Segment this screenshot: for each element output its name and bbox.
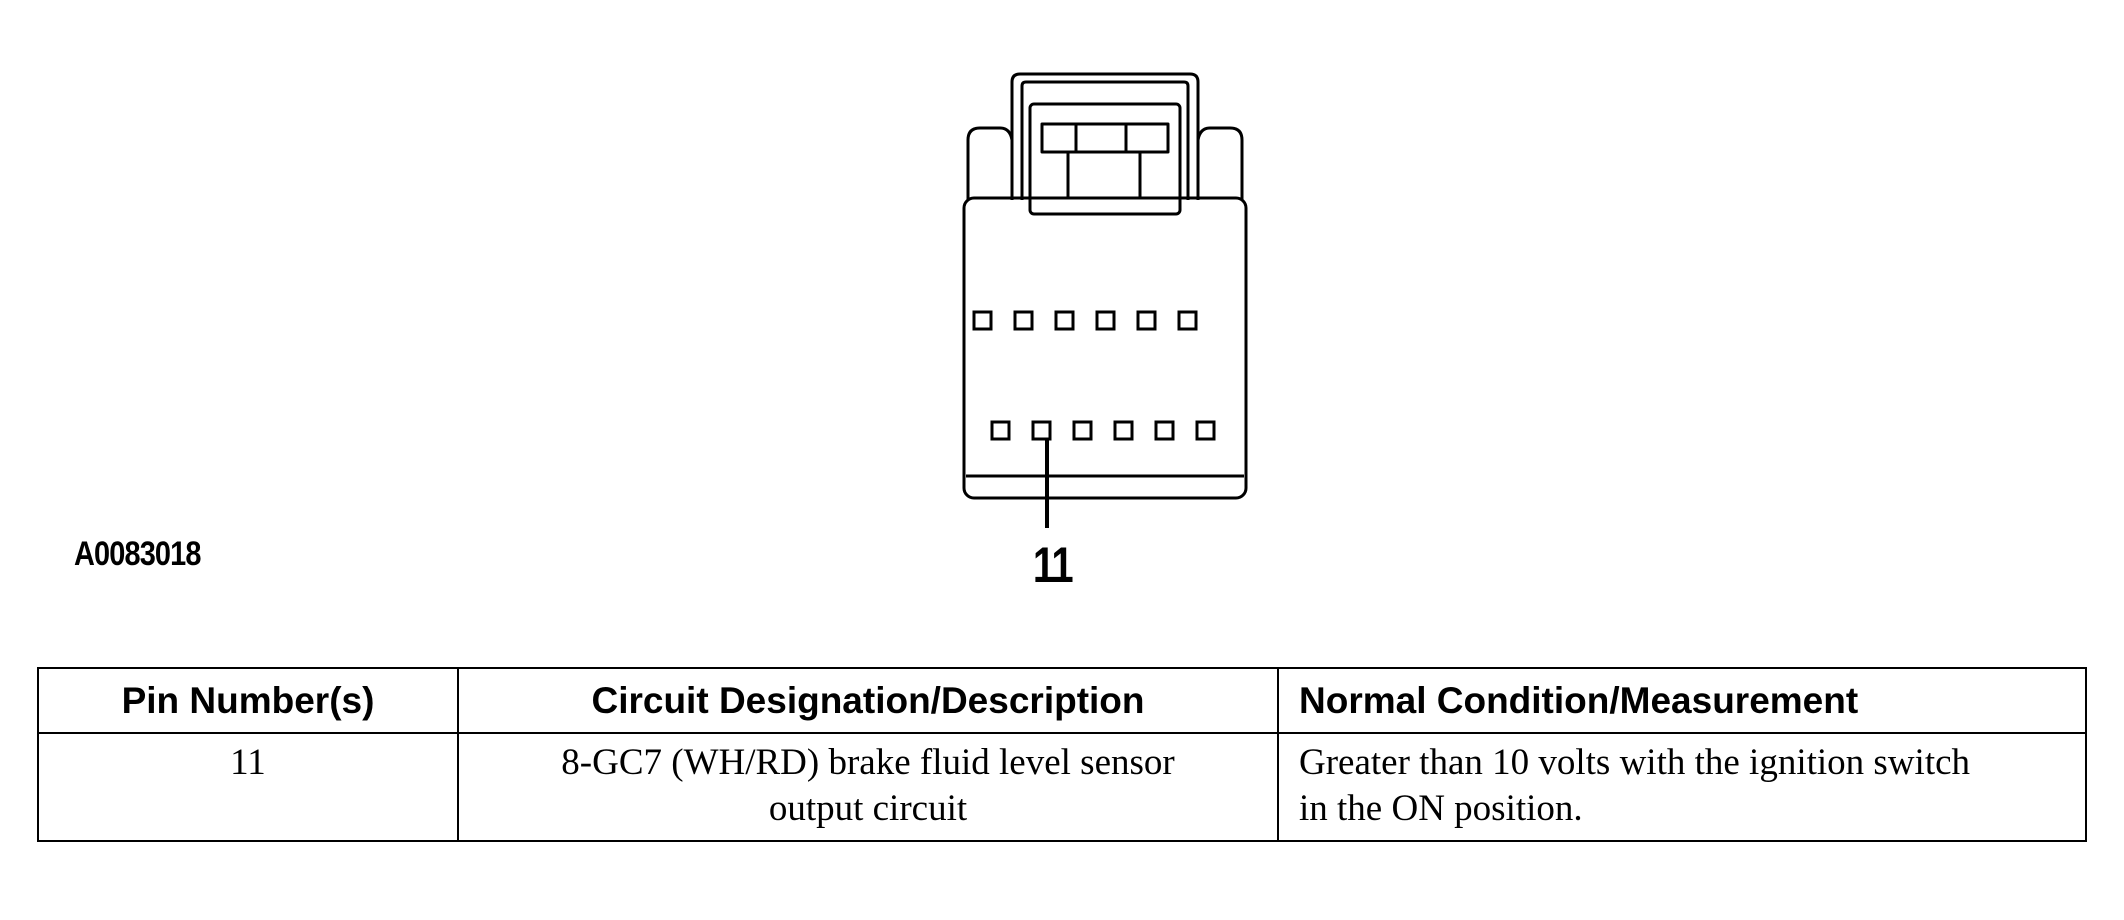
latch-window xyxy=(1040,122,1170,154)
callout-pin-label: 11 xyxy=(1032,537,1074,593)
cavity-bottom-2 xyxy=(1031,420,1052,441)
cavity-bottom-3 xyxy=(1072,420,1093,441)
condition-line-1: Greater than 10 volts with the ignition … xyxy=(1299,742,1971,783)
table-header-row: Pin Number(s) Circuit Designation/Descri… xyxy=(37,667,2087,734)
cavity-top-6 xyxy=(1177,310,1198,331)
cell-circuit: 8-GC7 (WH/RD) brake fluid level sensor o… xyxy=(457,732,1279,842)
cavity-bottom-1 xyxy=(990,420,1011,441)
circuit-line-2: output circuit xyxy=(768,788,968,829)
header-circuit: Circuit Designation/Description xyxy=(457,667,1279,734)
cavity-top-1 xyxy=(972,310,993,331)
latch-housing xyxy=(1010,72,1200,200)
header-pin-number: Pin Number(s) xyxy=(37,667,459,734)
cavity-top-4 xyxy=(1095,310,1116,331)
circuit-line-1: 8-GC7 (WH/RD) brake fluid level sensor xyxy=(561,742,1175,783)
right-shoulder xyxy=(1196,126,1244,200)
cavity-bottom-6 xyxy=(1195,420,1216,441)
connector-diagram xyxy=(962,72,1248,528)
pin-table: Pin Number(s) Circuit Designation/Descri… xyxy=(37,667,2087,842)
pin-number-value: 11 xyxy=(230,742,266,783)
cell-pin-number: 11 xyxy=(37,732,459,842)
cavity-top-5 xyxy=(1136,310,1157,331)
latch-stem xyxy=(1066,150,1142,200)
figure-id: A0083018 xyxy=(74,535,201,573)
left-shoulder xyxy=(966,126,1014,200)
cavity-top-3 xyxy=(1054,310,1075,331)
cavity-bottom-4 xyxy=(1113,420,1134,441)
table-row: 11 8-GC7 (WH/RD) brake fluid level senso… xyxy=(37,732,2087,842)
latch-housing-inner xyxy=(1020,80,1190,200)
cavity-top-2 xyxy=(1013,310,1034,331)
condition-line-2: in the ON position. xyxy=(1299,788,1583,829)
header-condition: Normal Condition/Measurement xyxy=(1277,667,2087,734)
connector-body xyxy=(962,196,1248,500)
cavity-bottom-5 xyxy=(1154,420,1175,441)
latch-tab xyxy=(1028,102,1182,216)
cell-condition: Greater than 10 volts with the ignition … xyxy=(1277,732,2087,842)
